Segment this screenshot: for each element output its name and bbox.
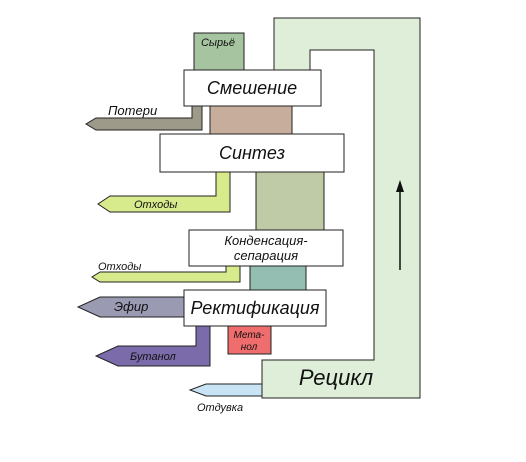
methanol-label-line2: нол (241, 342, 258, 353)
mixing-box (183, 69, 322, 107)
rectification-label: Ректификация (191, 298, 320, 318)
methanol-label-line1: Мета- (234, 330, 266, 341)
synthesis-condensation-link (255, 171, 325, 231)
condensation-rectification-link (249, 265, 307, 291)
raw-label: Сырьё (201, 37, 235, 49)
butanol-arrow (94, 325, 211, 367)
butanol-label: Бутанол (130, 351, 176, 363)
ether-label: Эфир (114, 299, 148, 314)
mixing-synthesis-link (209, 103, 293, 137)
condensation-label-line2: сепарация (234, 248, 298, 263)
mixing-label: Смешение (207, 78, 297, 98)
waste1-label: Отходы (134, 199, 177, 211)
losses-label: Потери (108, 103, 157, 118)
synthesis-label: Синтез (219, 143, 285, 163)
waste2-label: Отходы (98, 261, 141, 273)
recycle-arrow-head (396, 180, 404, 192)
raw-feed-column (193, 32, 245, 74)
synthesis-box (159, 133, 345, 173)
rectification-box (183, 289, 327, 327)
waste1-arrow (97, 171, 231, 213)
condensation-label-line1: Конденсация- (224, 233, 308, 248)
purge-label: Отдувка (197, 402, 243, 414)
recycle-label: Рецикл (299, 365, 373, 390)
condensation-box (188, 229, 344, 267)
waste2-arrow (91, 265, 241, 283)
purge-arrow (188, 383, 263, 397)
